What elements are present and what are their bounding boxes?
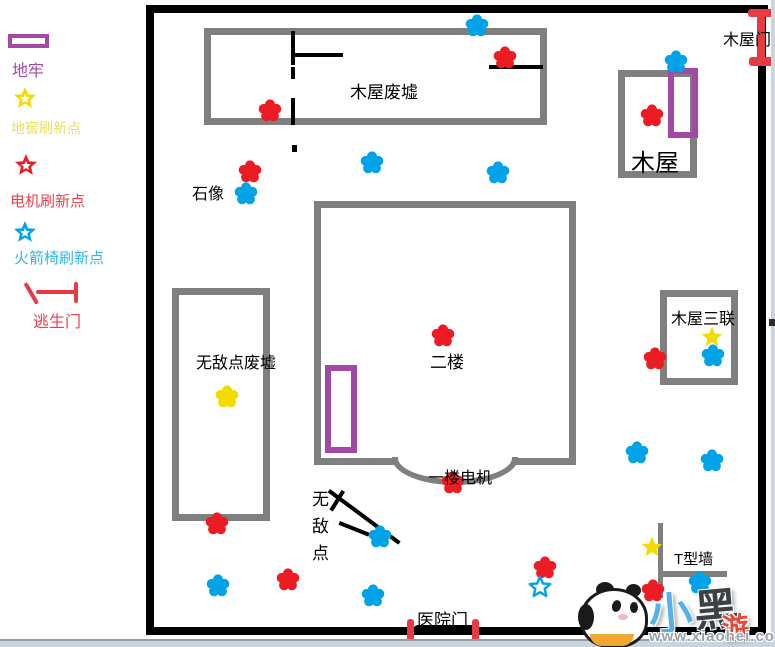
cabin-door-symbol [757, 14, 765, 62]
legend-rocket-chair-spawn-icon [12, 219, 38, 245]
map-border-right [758, 5, 766, 635]
legend-dungeon-swatch [8, 34, 49, 48]
label-cabin-triple: 木屋三联 [671, 311, 736, 328]
interior-wall [291, 67, 295, 79]
map-border-left [146, 5, 154, 635]
legend-motor-spawn-icon [13, 152, 39, 178]
label-statue: 石像 [192, 186, 225, 203]
label-cabin: 木屋 [631, 150, 679, 177]
map-marker-florette-red [238, 159, 262, 183]
map-marker-florette-blue [361, 583, 385, 607]
legend-label-cellar-spawn: 地窖刷新点 [11, 120, 81, 136]
legend-label-dungeon: 地牢 [12, 63, 45, 80]
t-wall [658, 523, 663, 598]
invincible-ruins-box [172, 288, 270, 521]
legend-label-rocket-chair-spawn: 火箭椅刷新点 [14, 250, 105, 267]
t-wall [661, 571, 727, 577]
map-marker-florette-blue [234, 181, 258, 205]
map-border-top [146, 5, 768, 13]
invincible-point-pointer-line [338, 521, 370, 537]
interior-wall [291, 98, 295, 125]
map-marker-florette-blue [360, 150, 384, 174]
label-cabin-door: 木屋门 [723, 32, 772, 49]
label-first-floor-motor: 一楼电机 [428, 470, 493, 487]
map-marker-florette-blue [700, 448, 724, 472]
map-marker-star-outline-blue [528, 575, 552, 599]
panda-pants [590, 634, 634, 646]
map-marker-florette-red [276, 567, 300, 591]
interior-wall [292, 145, 297, 152]
panda-arm [578, 604, 594, 630]
label-second-floor: 二楼 [430, 353, 464, 372]
map-marker-florette-blue [625, 440, 649, 464]
legend-label-motor-spawn: 电机刷新点 [10, 193, 86, 210]
legend-label-escape-door: 逃生门 [33, 314, 82, 331]
map-marker-florette-blue [206, 573, 230, 597]
label-invincible-ruins: 无敌点废墟 [196, 355, 277, 372]
panda-cheek [618, 614, 628, 620]
label-t-wall: T型墙 [674, 551, 714, 568]
map-marker-florette-red [533, 555, 557, 579]
interior-wall [294, 53, 343, 57]
hospital-door-symbol [413, 625, 479, 635]
interior-wall [291, 31, 295, 65]
dungeon-rect-second-floor [325, 365, 357, 453]
legend-cellar-spawn-icon [12, 85, 38, 111]
legend-escape-door-icon [74, 282, 78, 303]
panda-logo [578, 582, 654, 647]
panda-eye [630, 602, 638, 613]
window-bottom-edge [0, 639, 775, 647]
watermark-url: www.xiaohei.com [649, 628, 775, 645]
hospital-door-symbol [472, 619, 479, 644]
label-invincible-point: 无敌点 [312, 490, 329, 563]
cabin-door-symbol [749, 57, 774, 66]
cabin-triple-box [660, 290, 738, 385]
cabin-ruins-box [204, 28, 547, 125]
label-cabin-ruins: 木屋废墟 [350, 83, 418, 102]
legend-escape-door-icon [36, 290, 78, 294]
right-edge-mark [769, 319, 775, 326]
map-marker-florette-blue [486, 160, 510, 184]
dungeon-rect-cabin [668, 68, 698, 138]
hospital-door-symbol [407, 619, 414, 642]
label-hospital-door: 医院门 [417, 611, 468, 630]
interior-wall [489, 65, 543, 69]
cabin-door-symbol [748, 9, 774, 17]
